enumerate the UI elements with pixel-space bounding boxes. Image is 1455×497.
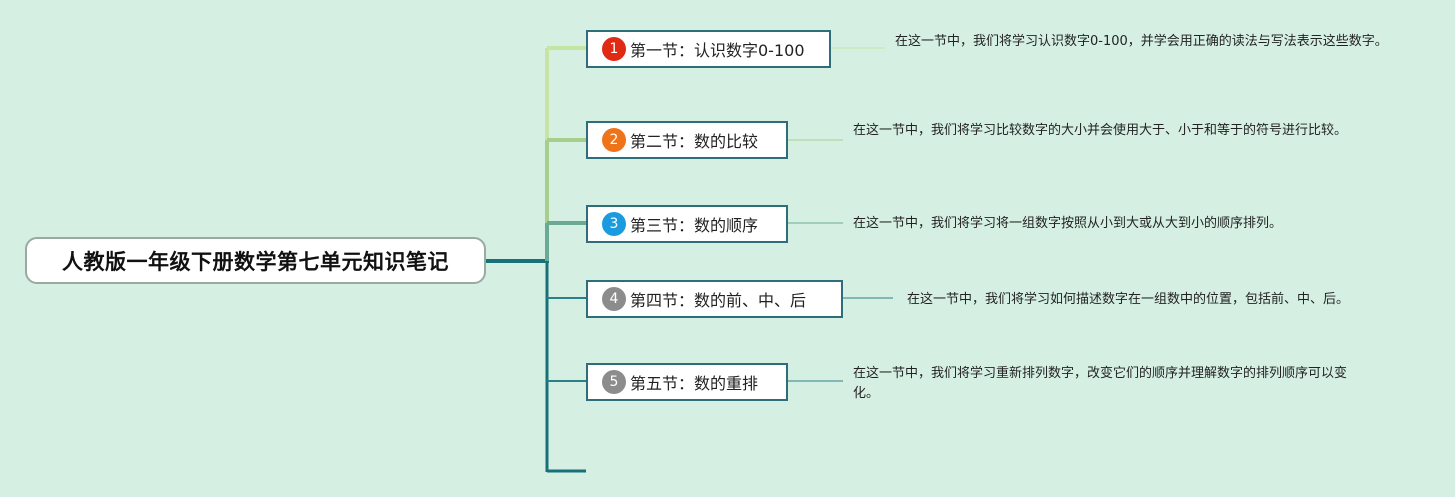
section-number-badge: 2 [602, 128, 626, 152]
section-node-2[interactable]: 2 第二节：数的比较 [586, 121, 788, 159]
section-description-3: 在这一节中，我们将学习将一组数字按照从小到大或从大到小的顺序排列。 [853, 216, 1283, 231]
section-description-1: 在这一节中，我们将学习认识数字0-100，并学会用正确的读法与写法表示这些数字。 [895, 34, 1388, 49]
section-description-5: 在这一节中，我们将学习重新排列数字，改变它们的顺序并理解数字的排列顺序可以变化。 [853, 366, 1348, 401]
section-title: 第三节：数的顺序 [630, 216, 759, 235]
section-node-5[interactable]: 5 第五节：数的重排 [586, 363, 788, 401]
root-title: 人教版一年级下册数学第七单元知识笔记 [62, 249, 449, 274]
section-title: 第二节：数的比较 [630, 132, 759, 151]
section-node-3[interactable]: 3 第三节：数的顺序 [586, 205, 788, 243]
section-description-2: 在这一节中，我们将学习比较数字的大小并会使用大于、小于和等于的符号进行比较。 [853, 123, 1348, 138]
section-number-badge: 1 [602, 37, 626, 61]
section-description-4: 在这一节中，我们将学习如何描述数字在一组数中的位置，包括前、中、后。 [907, 292, 1350, 307]
section-title: 第四节：数的前、中、后 [630, 291, 807, 310]
section-title: 第五节：数的重排 [630, 374, 759, 393]
root-node[interactable]: 人教版一年级下册数学第七单元知识笔记 [25, 237, 486, 284]
section-node-4[interactable]: 4 第四节：数的前、中、后 [586, 280, 843, 318]
section-number-badge: 4 [602, 287, 626, 311]
section-number-badge: 3 [602, 212, 626, 236]
section-title: 第一节：认识数字0-100 [630, 41, 805, 60]
section-node-1[interactable]: 1 第一节：认识数字0-100 [586, 30, 831, 68]
section-number-badge: 5 [602, 370, 626, 394]
